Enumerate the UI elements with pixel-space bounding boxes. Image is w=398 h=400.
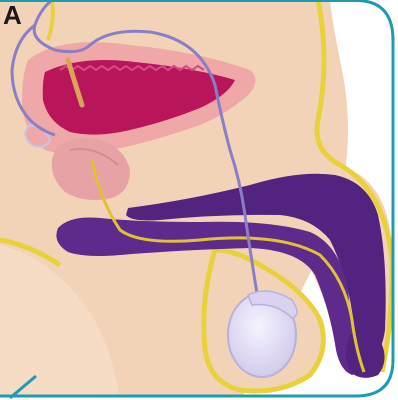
panel-label: A <box>3 2 22 28</box>
